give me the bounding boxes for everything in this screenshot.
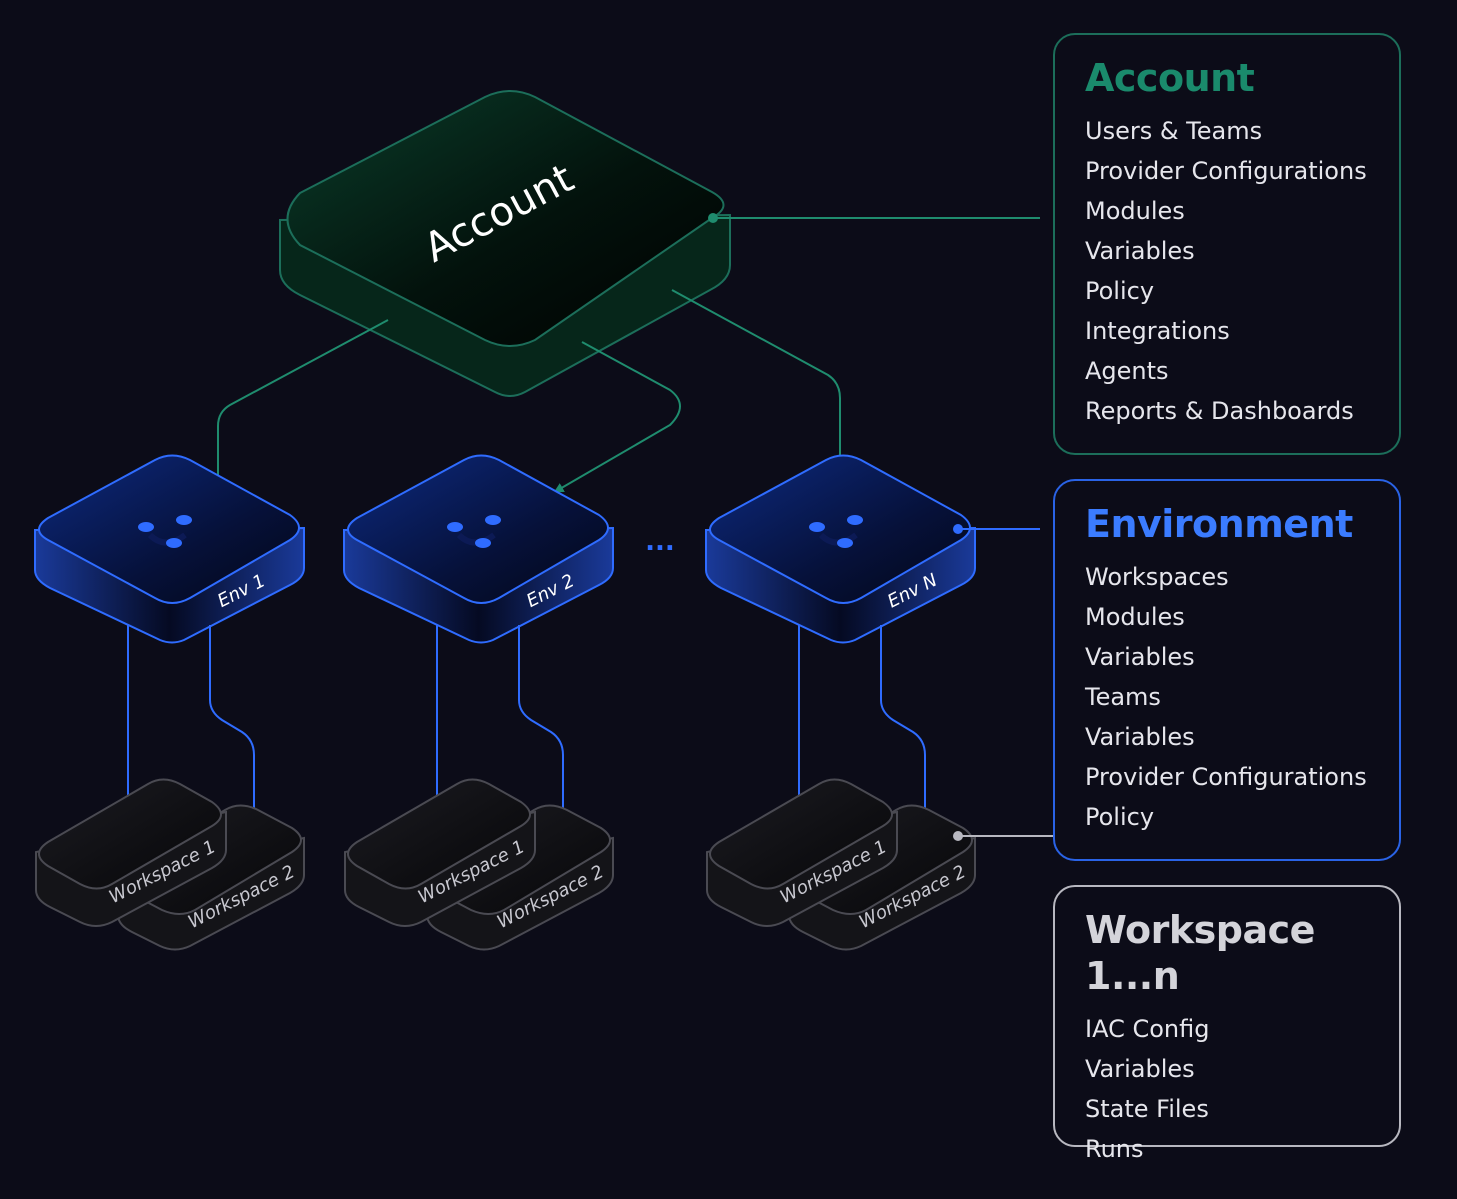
env-icon: [138, 515, 192, 548]
environment-item: Workspaces: [1085, 563, 1229, 591]
environment-panel-list: Workspaces Modules Variables Teams Varia…: [1085, 557, 1399, 837]
account-item: Integrations: [1085, 317, 1230, 345]
hierarchy-diagram: Account Env 1 Env 2 ..: [34, 90, 1040, 951]
env-icon: [809, 515, 863, 548]
account-item: Agents: [1085, 357, 1169, 385]
workspace-panel-list: IAC Config Variables State Files Runs: [1085, 1009, 1399, 1169]
workspace-item: IAC Config: [1085, 1015, 1210, 1043]
account-item: Reports & Dashboards: [1085, 397, 1354, 425]
env-ellipsis: ...: [645, 527, 675, 557]
env-node-1: Env 1: [34, 454, 305, 644]
account-panel-title: Account: [1085, 56, 1255, 100]
env-node-2: Env 2: [343, 454, 614, 644]
account-item: Provider Configurations: [1085, 157, 1367, 185]
account-node: Account: [279, 90, 731, 397]
workspace-1-node: Workspace 1: [35, 778, 227, 927]
workspace-item: Runs: [1085, 1135, 1144, 1163]
environment-item: Variables: [1085, 643, 1195, 671]
account-item: Policy: [1085, 277, 1155, 305]
account-item: Users & Teams: [1085, 117, 1263, 145]
workspace-group-2: Workspace 2 Workspace 1: [344, 778, 614, 951]
workspace-panel-connector-tail: [1040, 835, 1053, 837]
env-node-n: Env N: [705, 454, 976, 644]
account-to-env-arrows: [213, 289, 845, 510]
account-item: Variables: [1085, 237, 1195, 265]
workspace-item: Variables: [1085, 1055, 1195, 1083]
environment-panel-title: Environment: [1085, 502, 1353, 546]
workspace-group-n: Workspace 2 Workspace 1: [706, 778, 976, 951]
workspace-group-1: Workspace 2 Workspace 1: [35, 778, 305, 951]
account-panel-connector: [708, 213, 1040, 223]
workspace-item: State Files: [1085, 1095, 1209, 1123]
environment-item: Provider Configurations: [1085, 763, 1367, 791]
environment-item: Variables: [1085, 723, 1195, 751]
environment-panel: Environment Workspaces Modules Variables…: [1053, 479, 1401, 861]
environment-item: Teams: [1085, 683, 1161, 711]
workspace-panel-connector: [953, 831, 1040, 841]
environment-item: Policy: [1085, 803, 1155, 831]
account-item: Modules: [1085, 197, 1185, 225]
env-panel-connector: [953, 524, 1040, 534]
account-panel-list: Users & Teams Provider Configurations Mo…: [1085, 111, 1399, 431]
env-icon: [447, 515, 501, 548]
workspace-panel: Workspace 1...n IAC Config Variables Sta…: [1053, 885, 1401, 1163]
environment-item: Modules: [1085, 603, 1185, 631]
account-panel: Account Users & Teams Provider Configura…: [1053, 33, 1401, 455]
workspace-1-node: Workspace 1: [706, 778, 898, 927]
workspace-panel-title: Workspace 1...n: [1085, 908, 1315, 998]
